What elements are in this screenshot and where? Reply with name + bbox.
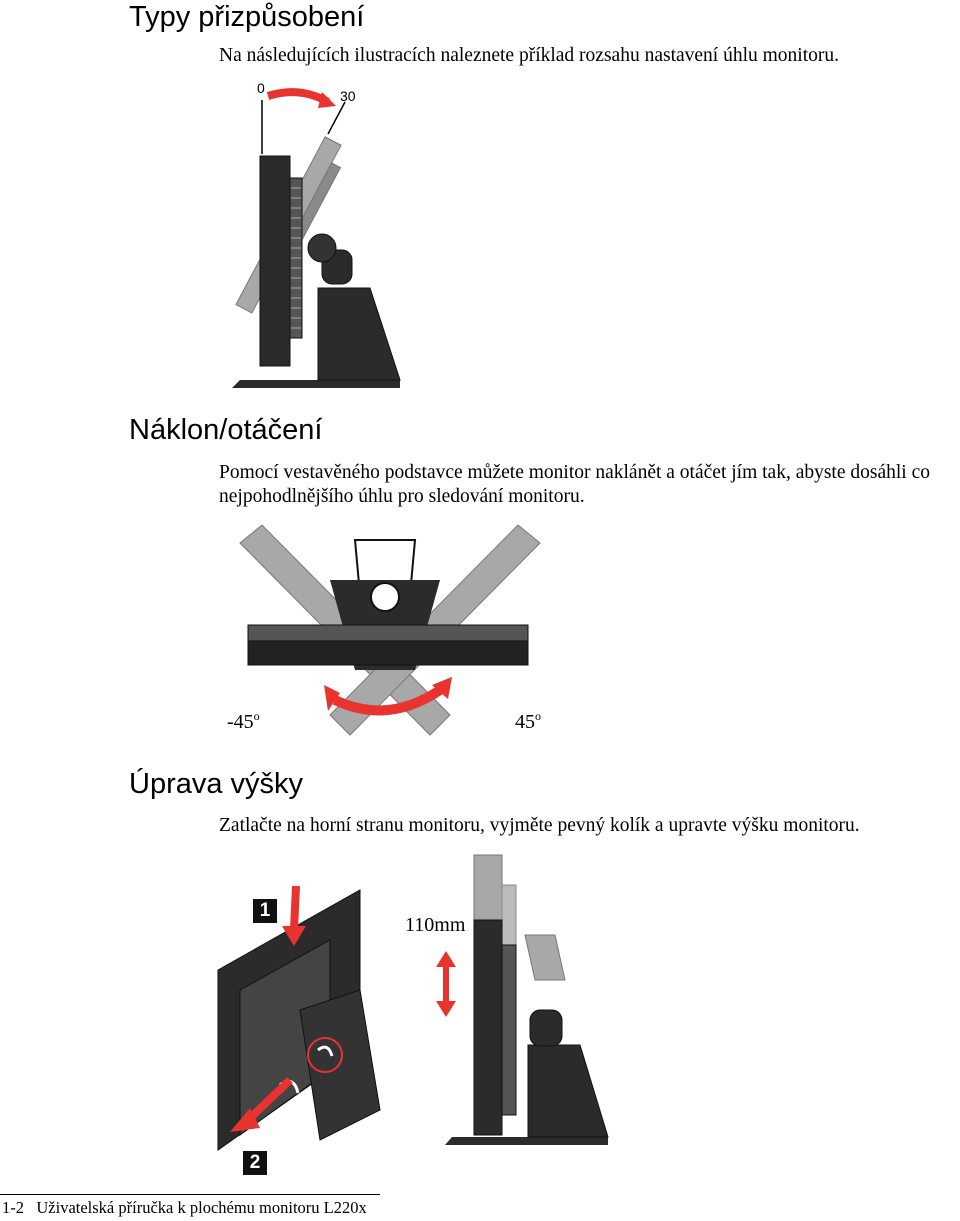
footer-title: Uživatelská příručka k plochému monitoru… [36, 1198, 367, 1217]
upright-monitor [259, 155, 291, 367]
footer-rule [0, 1194, 380, 1195]
pin-removal-drawing [217, 885, 381, 1151]
page-heading-adjustment-types: Typy přizpůsobení [129, 1, 365, 33]
monitor-stand [317, 287, 401, 381]
tilt-illustration [210, 78, 410, 398]
footer-page-number: 1-2 [2, 1198, 24, 1217]
step-1-badge: 1 [253, 899, 277, 923]
swivel-arrow [332, 685, 443, 716]
push-down-arrow [290, 885, 300, 931]
height-base [445, 1137, 608, 1145]
pin-removal-illustration [210, 880, 390, 1160]
tilt-swivel-paragraph: Pomocí vestavěného podstavce můžete moni… [219, 462, 930, 507]
heading-height-adjustment: Úprava výšky [129, 768, 304, 800]
tilt-arrow [266, 88, 330, 106]
step-2-badge: 2 [243, 1151, 267, 1175]
monitor-top-view [247, 624, 529, 642]
monitor-base [232, 380, 400, 388]
lowered-monitor [473, 919, 503, 1136]
swivel-monitor-drawing [239, 524, 541, 736]
tilt-monitor-drawing [232, 88, 401, 388]
height-adjustment-paragraph: Zatlačte na horní stranu monitoru, vyjmě… [219, 815, 860, 836]
swivel-right-angle: 45o [515, 709, 541, 733]
tilt-angle-start-label: 0 [257, 80, 265, 96]
height-stand [527, 1044, 609, 1138]
intro-paragraph: Na následujících ilustracích naleznete p… [219, 45, 840, 66]
tilt-angle-end-label: 30 [340, 88, 356, 104]
height-range-label: 110mm [405, 914, 466, 936]
swivel-left-angle: -45o [227, 709, 260, 733]
pin-highlight-circle [307, 1037, 343, 1073]
heading-tilt-swivel: Náklon/otáčení [129, 414, 323, 446]
pin-removal-arrow [245, 1077, 293, 1123]
height-range-drawing [436, 854, 609, 1145]
swivel-illustration [239, 524, 541, 750]
footer: 1-2 Uživatelská příručka k plochému moni… [2, 1198, 367, 1218]
height-range-illustration [430, 854, 610, 1150]
